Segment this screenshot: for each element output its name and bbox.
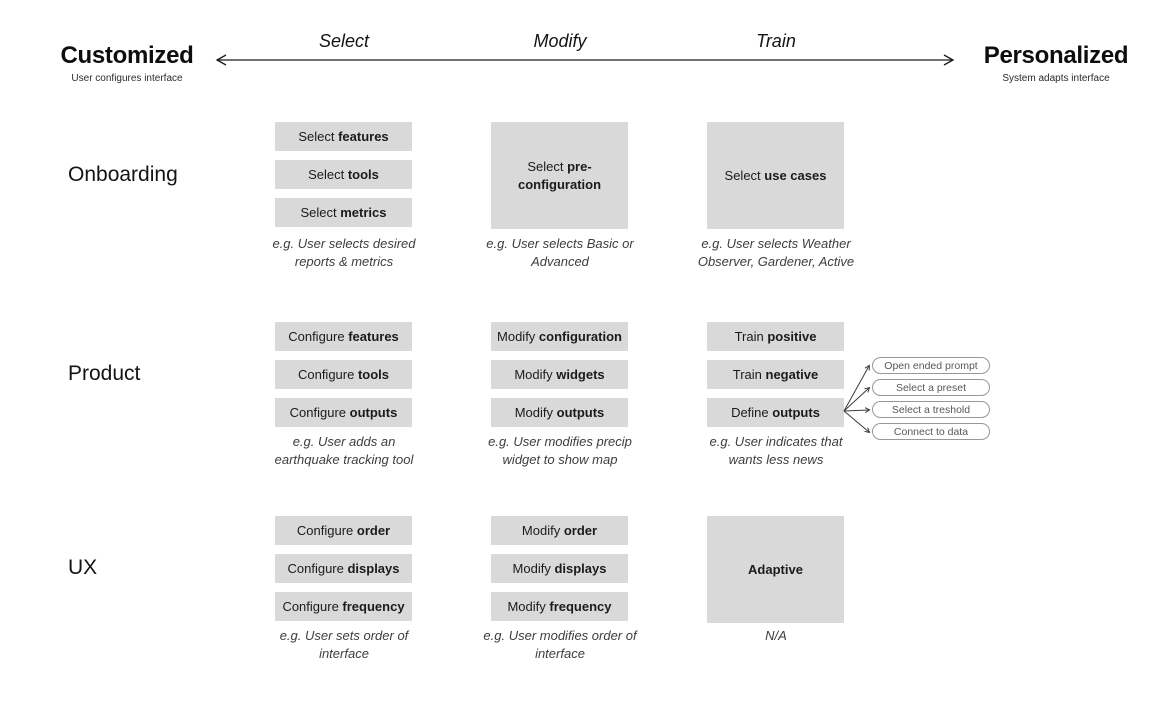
example-onboarding-select: e.g. User selects desired reports & metr… — [272, 236, 416, 269]
column-header-train: Train — [756, 31, 796, 51]
example-product-train: e.g. User indicates that wants less news — [709, 434, 843, 467]
cell-product-train: Train positive Train negative Define out… — [707, 322, 844, 436]
box-train-negative: Train negative — [707, 360, 844, 389]
box-modify-order: Modify order — [491, 516, 628, 545]
box-configure-frequency: Configure frequency — [275, 592, 412, 621]
box-select-pre-configuration: Select pre-configuration — [491, 122, 628, 229]
box-label: Configure frequency — [282, 599, 405, 614]
box-configure-outputs: Configure outputs — [275, 398, 412, 427]
column-header-modify: Modify — [533, 31, 587, 51]
cell-ux-modify: Modify order Modify displays Modify freq… — [491, 516, 628, 630]
row-label-onboarding: Onboarding — [68, 163, 178, 186]
spectrum-axis-arrow-icon — [215, 54, 955, 66]
cell-ux-select: Configure order Configure displays Confi… — [275, 516, 412, 630]
box-label: Select use cases — [724, 167, 827, 183]
box-label: Train positive — [734, 329, 817, 344]
box-configure-features: Configure features — [275, 322, 412, 351]
box-label: Modify frequency — [507, 599, 612, 614]
example-product-modify: e.g. User modifies precip widget to show… — [488, 434, 632, 467]
box-select-features: Select features — [275, 122, 412, 151]
box-label: Select features — [298, 129, 389, 144]
pole-personalized-title: Personalized — [983, 42, 1129, 69]
box-label: Configure features — [288, 329, 399, 344]
box-modify-displays: Modify displays — [491, 554, 628, 583]
pole-customized: Customized User configures interface — [42, 42, 212, 84]
cell-onboarding-modify: Select pre-configuration — [491, 122, 628, 229]
cell-ux-train: Adaptive — [707, 516, 844, 623]
callout-select-a-preset: Select a preset — [872, 379, 990, 396]
box-configure-tools: Configure tools — [275, 360, 412, 389]
box-label: Select tools — [308, 167, 379, 182]
example-ux-modify: e.g. User modifies order of interface — [483, 628, 637, 661]
box-label: Modify order — [521, 523, 598, 538]
pole-customized-subtitle: User configures interface — [71, 73, 183, 84]
box-label: Configure tools — [297, 367, 390, 382]
box-configure-displays: Configure displays — [275, 554, 412, 583]
cell-product-modify: Modify configuration Modify widgets Modi… — [491, 322, 628, 436]
cell-onboarding-train: Select use cases — [707, 122, 844, 229]
box-label: Modify outputs — [514, 405, 605, 420]
example-onboarding-train: e.g. User selects Weather Observer, Gard… — [697, 236, 855, 269]
cell-product-select: Configure features Configure tools Confi… — [275, 322, 412, 436]
pole-personalized-subtitle: System adapts interface — [1002, 73, 1110, 84]
box-label: Modify configuration — [497, 329, 622, 344]
box-define-outputs: Define outputs — [707, 398, 844, 427]
box-label: Configure order — [296, 523, 391, 538]
box-label: Modify widgets — [514, 367, 605, 382]
box-modify-outputs: Modify outputs — [491, 398, 628, 427]
example-onboarding-modify: e.g. User selects Basic or Advanced — [486, 236, 634, 269]
box-select-tools: Select tools — [275, 160, 412, 189]
column-header-select: Select — [318, 31, 370, 51]
box-label: Modify displays — [512, 561, 607, 576]
box-train-positive: Train positive — [707, 322, 844, 351]
callout-select-a-treshold: Select a treshold — [872, 401, 990, 418]
box-modify-configuration: Modify configuration — [491, 322, 628, 351]
cell-onboarding-select: Select features Select tools Select metr… — [275, 122, 412, 236]
box-modify-widgets: Modify widgets — [491, 360, 628, 389]
define-outputs-connector-arrows-icon — [843, 364, 871, 434]
example-ux-select: e.g. User sets order of interface — [279, 628, 409, 661]
box-label: Train negative — [732, 367, 819, 382]
box-label: Adaptive — [748, 561, 803, 577]
callout-connect-to-data: Connect to data — [872, 423, 990, 440]
box-label: Select pre-configuration — [517, 158, 602, 192]
box-label: Define outputs — [731, 405, 820, 420]
box-adaptive: Adaptive — [707, 516, 844, 623]
box-modify-frequency: Modify frequency — [491, 592, 628, 621]
example-ux-train: N/A — [765, 628, 787, 643]
box-label: Select metrics — [300, 205, 387, 220]
box-label: Configure displays — [287, 561, 400, 576]
pole-personalized: Personalized System adapts interface — [971, 42, 1141, 84]
row-label-product: Product — [68, 362, 141, 385]
box-select-use-cases: Select use cases — [707, 122, 844, 229]
callout-open-ended-prompt: Open ended prompt — [872, 357, 990, 374]
box-label: Configure outputs — [289, 405, 398, 420]
box-select-metrics: Select metrics — [275, 198, 412, 227]
example-product-select: e.g. User adds an earthquake tracking to… — [274, 434, 414, 467]
pole-customized-title: Customized — [60, 42, 194, 69]
box-configure-order: Configure order — [275, 516, 412, 545]
row-label-ux: UX — [68, 556, 98, 579]
